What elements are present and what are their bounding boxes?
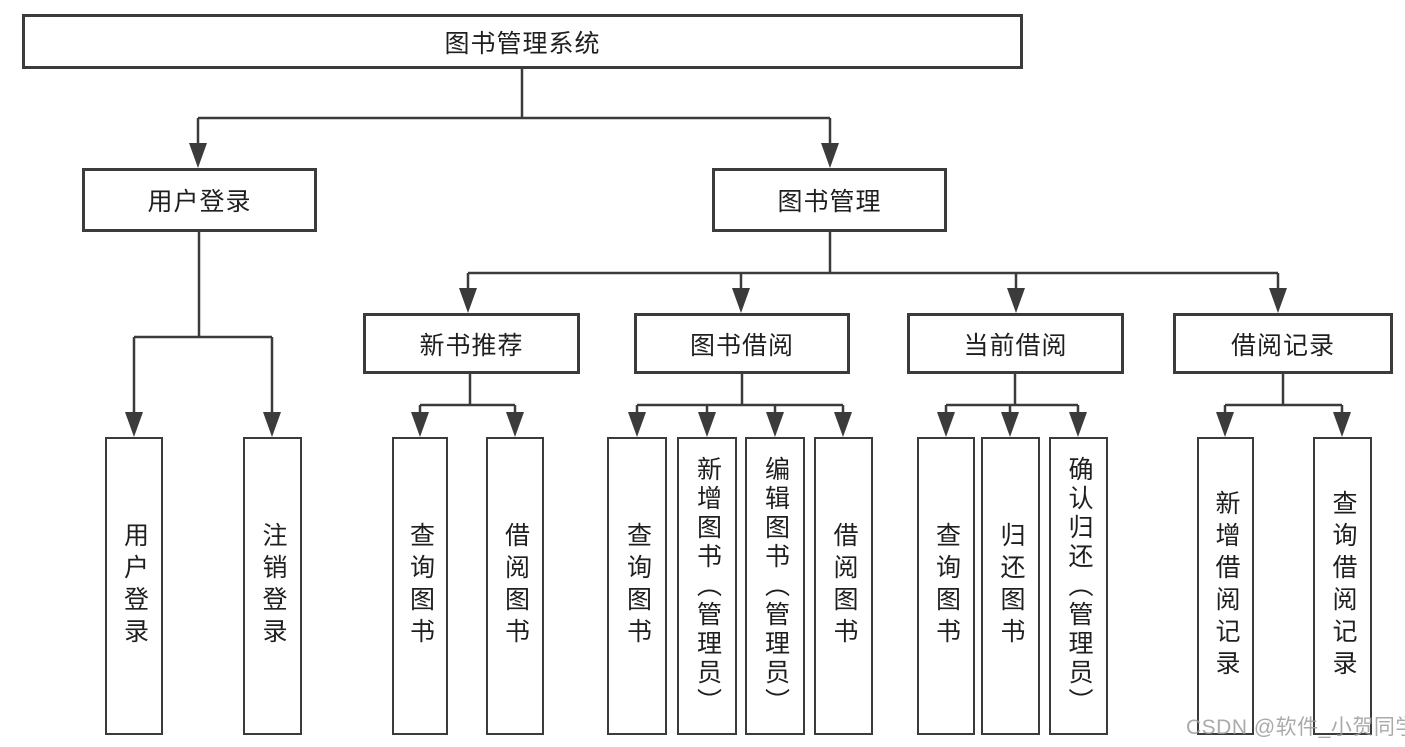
- node-user-login-branch-label: 用户登录: [147, 188, 252, 216]
- leaf-user-login-label: 用户登录: [120, 522, 149, 650]
- leaf-borrow-edit-books-admin-label: 编辑图书（管理员）: [761, 455, 790, 717]
- node-new-book-rec: 新书推荐: [363, 313, 580, 374]
- leaf-current-query-books: 查询图书: [917, 437, 975, 735]
- node-user-login-branch: 用户登录: [82, 168, 317, 232]
- leaf-record-add-record-label: 新增借阅记录: [1212, 490, 1240, 682]
- leaf-borrow-edit-books-admin: 编辑图书（管理员）: [745, 437, 805, 735]
- node-current-borrow-label: 当前借阅: [963, 331, 1068, 360]
- watermark: CSDN @软件_小贺同学: [1186, 716, 1405, 739]
- leaf-newrec-borrow-books-label: 借阅图书: [501, 522, 530, 650]
- leaf-borrow-add-books-admin: 新增图书（管理员）: [677, 437, 737, 735]
- leaf-newrec-query-books: 查询图书: [392, 437, 448, 735]
- connector-root-to-row2: [196, 69, 832, 146]
- node-borrow-record-label: 借阅记录: [1230, 331, 1335, 360]
- leaf-current-return-books-label: 归还图书: [997, 522, 1025, 650]
- leaf-borrow-query-books-label: 查询图书: [623, 522, 652, 650]
- node-book-borrow: 图书借阅: [634, 313, 850, 374]
- node-borrow-record: 借阅记录: [1173, 313, 1393, 374]
- arrowheads: [125, 143, 1351, 437]
- leaf-borrow-query-books: 查询图书: [607, 437, 667, 735]
- node-book-mgmt-branch: 图书管理: [712, 168, 947, 232]
- leaf-current-return-books: 归还图书: [981, 437, 1040, 735]
- node-root-label: 图书管理系统: [444, 29, 601, 58]
- leaf-current-query-books-label: 查询图书: [932, 522, 961, 650]
- connector-current-to-leaves: [944, 374, 1080, 415]
- leaf-logout: 注销登录: [243, 437, 302, 735]
- node-new-book-rec-label: 新书推荐: [419, 331, 524, 360]
- connector-record-to-leaves: [1223, 374, 1344, 415]
- connector-newrec-to-leaves: [418, 374, 517, 415]
- leaf-record-query-record-label: 查询借阅记录: [1329, 490, 1357, 682]
- connector-borrow-to-leaves: [635, 374, 845, 415]
- leaf-record-add-record: 新增借阅记录: [1197, 437, 1254, 735]
- leaf-user-login: 用户登录: [105, 437, 163, 735]
- leaf-current-confirm-return-admin: 确认归还（管理员）: [1049, 437, 1108, 735]
- leaf-borrow-add-books-admin-label: 新增图书（管理员）: [693, 455, 722, 717]
- connector-mgmt-to-row3: [466, 232, 1280, 291]
- leaf-logout-label: 注销登录: [259, 522, 287, 650]
- node-root: 图书管理系统: [22, 14, 1023, 69]
- leaf-newrec-query-books-label: 查询图书: [406, 522, 435, 650]
- leaf-newrec-borrow-books: 借阅图书: [486, 437, 544, 735]
- leaf-borrow-borrow-books-label: 借阅图书: [830, 522, 858, 650]
- node-current-borrow: 当前借阅: [907, 313, 1124, 374]
- node-book-mgmt-branch-label: 图书管理: [777, 188, 882, 216]
- node-book-borrow-label: 图书借阅: [689, 331, 794, 360]
- leaf-record-query-record: 查询借阅记录: [1313, 437, 1372, 735]
- connector-login-to-leaves: [132, 232, 274, 415]
- leaf-borrow-borrow-books: 借阅图书: [814, 437, 873, 735]
- leaf-current-confirm-return-admin-label: 确认归还（管理员）: [1065, 455, 1093, 717]
